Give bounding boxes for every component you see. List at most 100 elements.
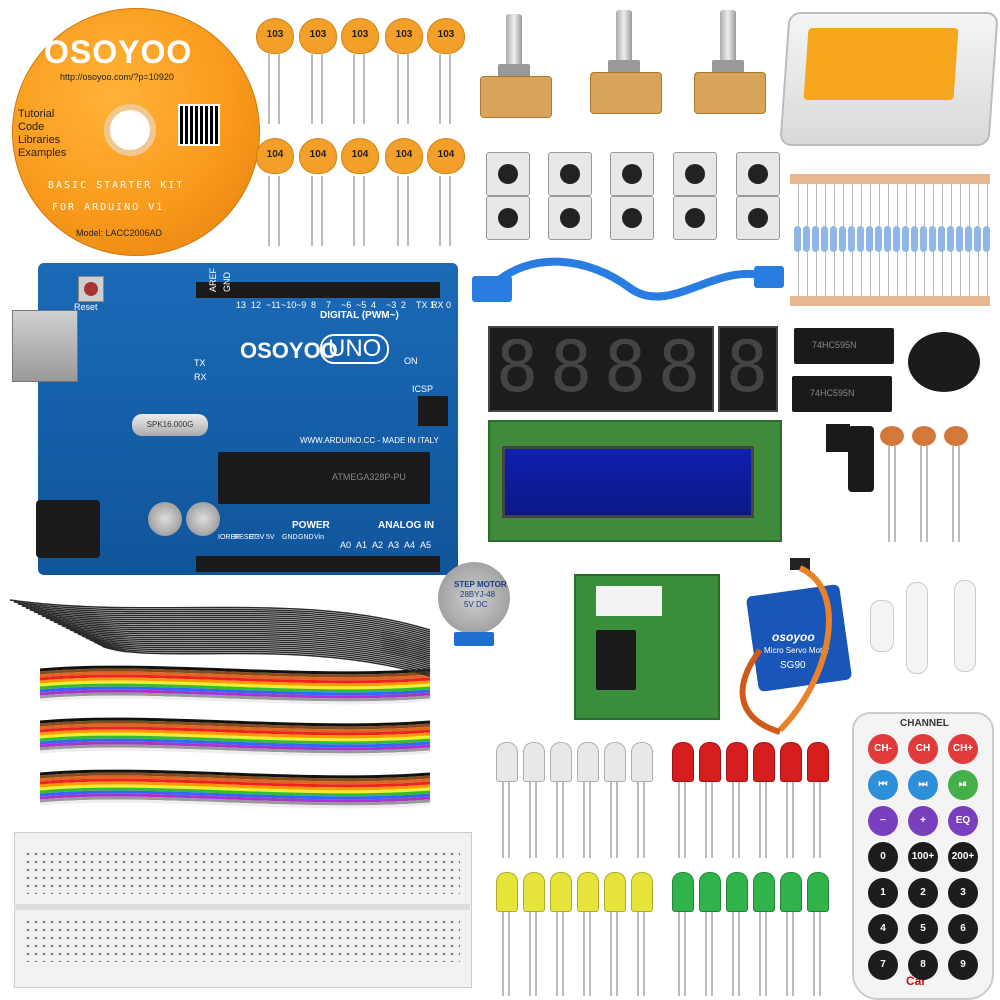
potentiometer	[582, 10, 692, 130]
seven-segment-digit: 8	[550, 326, 593, 408]
jumper-wire	[39, 741, 431, 751]
remote-button: 1	[868, 878, 898, 908]
analog-pin-label: A1	[356, 540, 368, 550]
digital-pin-label: TX 1	[416, 300, 436, 310]
jumper-wire	[39, 665, 431, 675]
jumper-wire	[81, 635, 431, 667]
digital-pin-label: ~3	[386, 300, 397, 310]
capacitor-leg	[278, 176, 280, 246]
remote-button: 6	[948, 914, 978, 944]
analog-pin-label: A2	[372, 540, 384, 550]
arduino-uno-board	[38, 263, 458, 575]
led-leg	[786, 910, 788, 996]
power-pin-label: 3.3V	[250, 534, 265, 541]
remote-button: 4	[868, 914, 898, 944]
capacitor-leg	[321, 54, 323, 124]
resistor-tape-bottom	[790, 296, 990, 306]
jumper-wire	[39, 744, 431, 754]
stepper-label-3: 5V DC	[464, 600, 488, 609]
digital-pin-label: ~6	[341, 300, 352, 310]
shift-register-label: 74HC595N	[810, 388, 855, 398]
photoresistor	[912, 426, 936, 446]
jumper-wire	[39, 720, 431, 730]
capacitor-leg	[439, 176, 441, 246]
jumper-wire	[39, 781, 431, 791]
seven-segment-digit: 8	[658, 326, 701, 408]
jumper-wire	[57, 623, 431, 655]
jumper-wires	[9, 599, 431, 809]
led-leg	[792, 780, 794, 858]
capacitor-leg	[311, 176, 313, 246]
led-leg	[711, 910, 713, 996]
tactile-button	[548, 152, 592, 196]
jumper-wire	[65, 627, 431, 659]
tactile-button	[610, 196, 654, 240]
led-leg	[535, 780, 537, 858]
jumper-wire	[45, 617, 431, 649]
cd-url: http://osoyoo.com/?p=10920	[60, 72, 174, 82]
tactile-button	[673, 152, 717, 196]
resistor	[902, 226, 909, 252]
jumper-wire	[39, 787, 431, 797]
led-leg	[759, 780, 761, 858]
jumper-wire	[39, 769, 431, 779]
shift-register-chip	[794, 328, 894, 364]
tactile-button	[548, 196, 592, 240]
digital-pin-label: ~11	[266, 300, 281, 310]
led-leg	[610, 780, 612, 858]
photoresistor-leg	[926, 446, 928, 542]
jumper-wire	[17, 603, 431, 635]
digital-pin-label: ~9	[296, 300, 307, 310]
capacitor-leg	[363, 54, 365, 124]
uln2003-chip	[596, 630, 636, 690]
led-leg	[711, 780, 713, 858]
atmega-chip-label: ATMEGA328P-PU	[332, 472, 406, 482]
resistor	[848, 226, 855, 252]
led-leg	[684, 780, 686, 858]
led-leg	[589, 910, 591, 996]
jumper-wire	[39, 717, 431, 727]
icsp-label: ICSP	[412, 384, 434, 394]
capacitor-leg	[449, 176, 451, 246]
seven-segment-digit: 8	[496, 326, 539, 408]
remote-button: CH+	[948, 734, 978, 764]
jumper-wire	[39, 747, 431, 757]
led-leg	[502, 780, 504, 858]
resistor	[929, 226, 936, 252]
servo-horn	[870, 600, 894, 652]
photoresistor-leg	[958, 446, 960, 542]
reset-button	[78, 276, 104, 302]
resistor	[920, 226, 927, 252]
led	[672, 742, 694, 782]
led-leg	[732, 910, 734, 996]
jumper-wire	[39, 695, 431, 705]
crystal-oscillator: SPK16.000G	[132, 414, 208, 436]
breadboard-holes-top	[24, 850, 460, 894]
resistor	[857, 226, 864, 252]
photoresistor	[880, 426, 904, 446]
analog-pin-label: A3	[388, 540, 400, 550]
jumper-wire	[49, 619, 431, 651]
remote-button: EQ	[948, 806, 978, 836]
resistor	[821, 226, 828, 252]
jumper-wire	[93, 641, 431, 673]
jumper-wire	[89, 639, 431, 671]
led-leg	[589, 780, 591, 858]
jumper-wire	[39, 683, 431, 693]
servo-brand: osoyoo	[772, 630, 815, 644]
jumper-wire	[39, 671, 431, 681]
remote-button: 0	[868, 842, 898, 872]
led-leg	[705, 780, 707, 858]
jumper-wire	[39, 732, 431, 742]
led-leg	[732, 780, 734, 858]
breadboard-center-channel	[14, 904, 470, 910]
servo-sub: Micro Servo Motor	[764, 646, 830, 655]
resistor	[974, 226, 981, 252]
jumper-wire	[25, 607, 431, 639]
led-leg	[583, 910, 585, 996]
shift-register-label: 74HC595N	[812, 340, 857, 350]
jumper-wire	[39, 686, 431, 696]
led-leg	[556, 780, 558, 858]
resistor	[875, 226, 882, 252]
led	[807, 872, 829, 912]
